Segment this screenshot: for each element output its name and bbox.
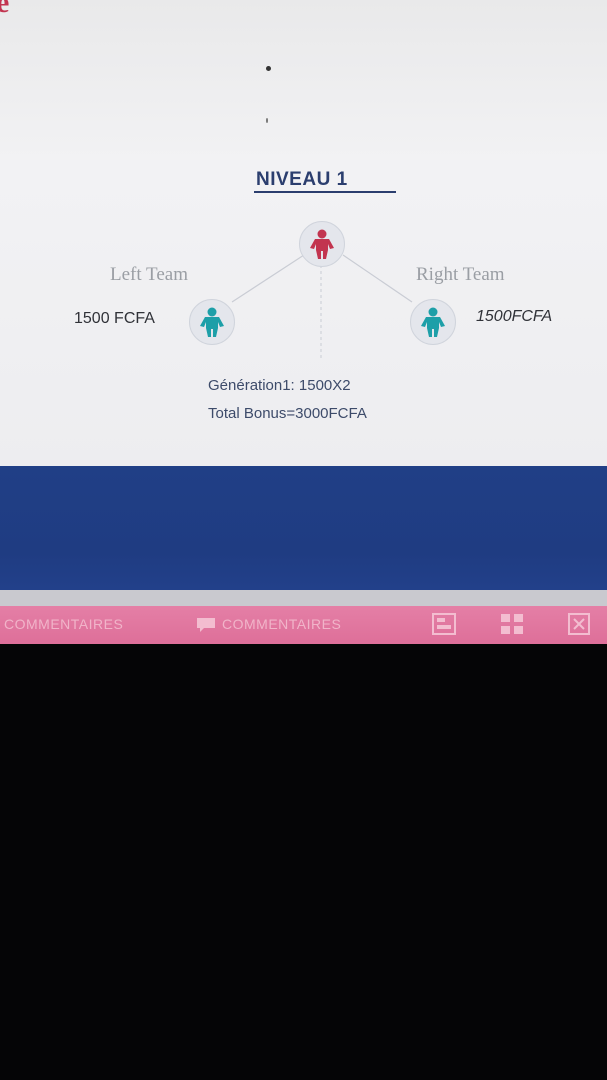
bottom-toolbar: COMMENTAIRES COMMENTAIRES [0, 606, 607, 644]
grid-icon[interactable] [500, 613, 524, 640]
person-icon [421, 307, 445, 337]
layout-icon[interactable] [432, 613, 456, 640]
tab-commentaires[interactable]: COMMENTAIRES [4, 616, 124, 632]
title-underline [254, 191, 396, 193]
page-title: NIVEAU 1 [256, 169, 348, 190]
person-icon [200, 307, 224, 337]
right-amount: 1500FCFA [476, 308, 553, 325]
comment-icon[interactable] [196, 617, 216, 638]
left-team-label: Left Team [110, 264, 188, 285]
right-node[interactable] [410, 299, 456, 345]
total-bonus-text: Total Bonus=3000FCFA [208, 405, 367, 422]
corner-glyph: e [0, 0, 10, 19]
person-icon [310, 229, 334, 259]
left-amount: 1500 FCFA [74, 310, 155, 327]
left-node[interactable] [189, 299, 235, 345]
generation-text: Génération1: 1500X2 [208, 377, 351, 394]
document-page: e NIVEAU 1 Left Team Right Team 1500 FCF… [0, 0, 607, 468]
close-icon[interactable] [568, 613, 590, 640]
root-node[interactable] [299, 221, 345, 267]
divider-strip [0, 590, 607, 610]
right-team-label: Right Team [416, 264, 505, 285]
blue-band [0, 466, 607, 590]
speck [266, 118, 268, 123]
tree-connectors [231, 254, 413, 360]
tab-commentaires-2[interactable]: COMMENTAIRES [222, 616, 342, 632]
speck [266, 66, 271, 71]
